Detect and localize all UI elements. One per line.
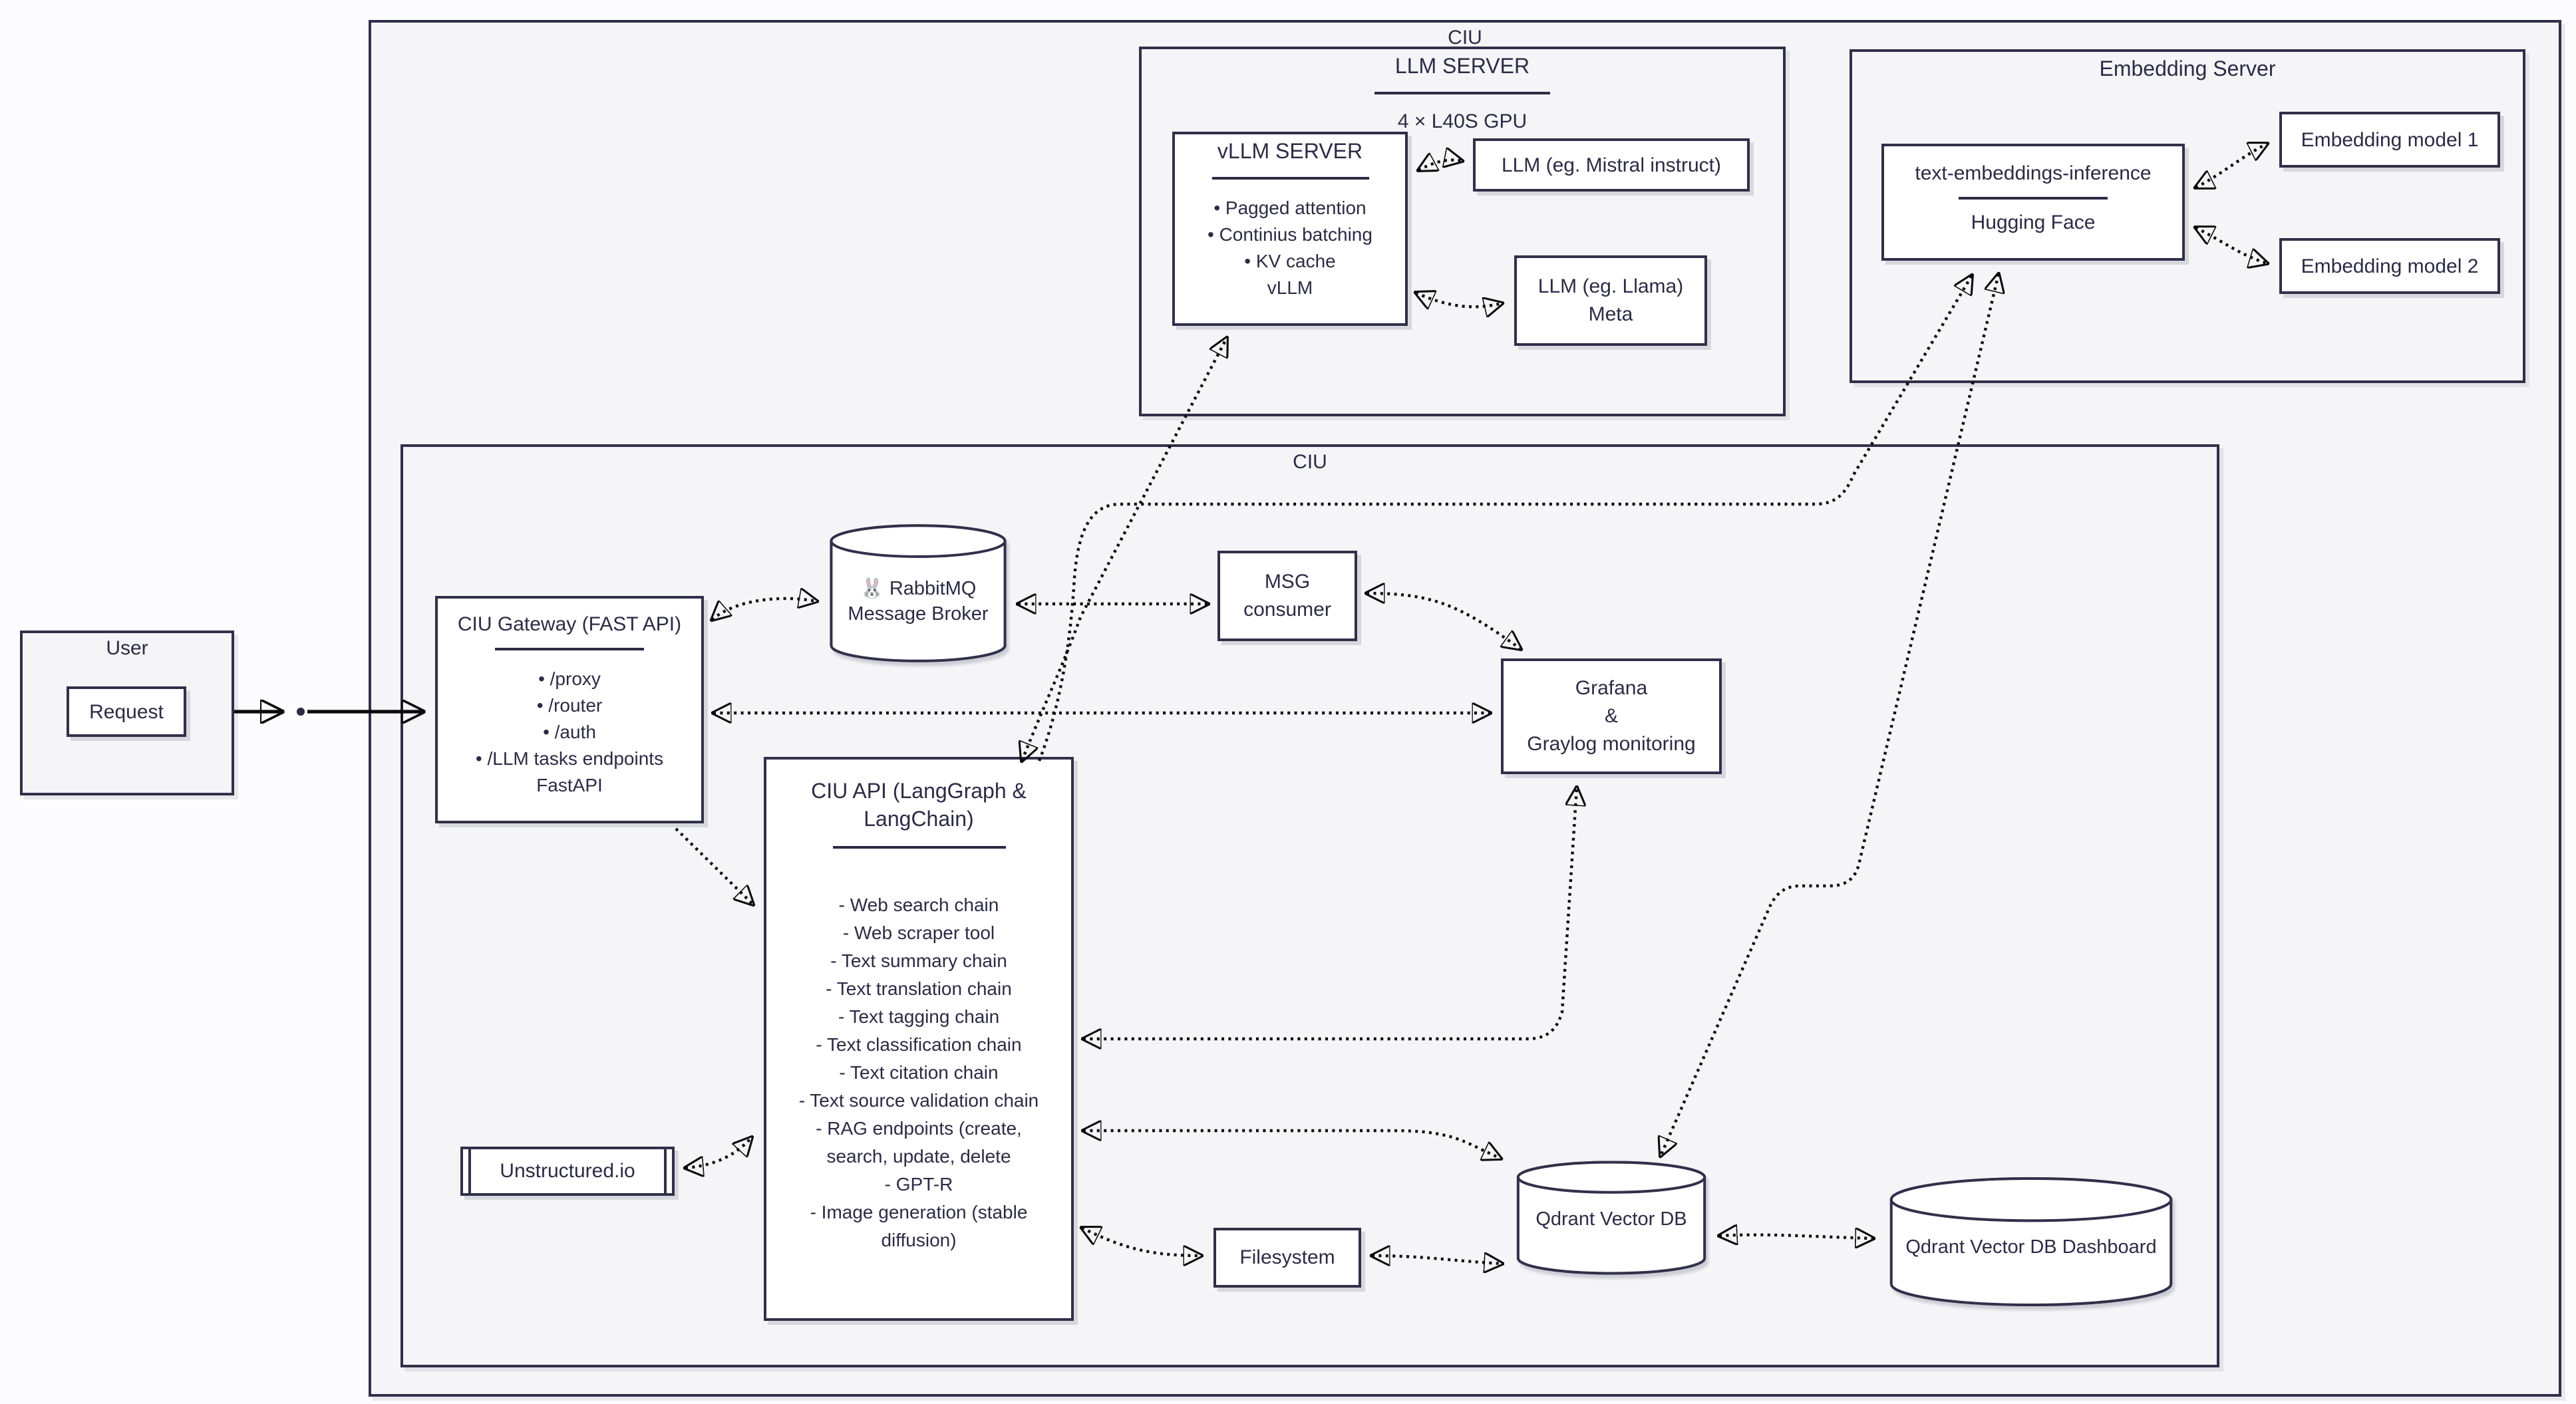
msg-consumer-node: MSG consumer [1217, 551, 1357, 641]
filesystem-label: Filesystem [1239, 1246, 1335, 1269]
list-line: search, update, delete [826, 1145, 1011, 1167]
embedding-server-title: Embedding Server [2099, 59, 2276, 81]
llm-llama-label: LLM (eg. Llama) Meta [1517, 258, 1704, 343]
ciu-api-node: CIU API (LangGraph & LangChain) - Web se… [764, 757, 1074, 1321]
user-group: User [20, 631, 234, 795]
list-line: • /proxy [538, 668, 601, 689]
embedding-model-1-label: Embedding model 1 [2301, 128, 2479, 151]
list-line: & [1604, 705, 1618, 728]
llm-llama-node: LLM (eg. Llama) Meta [1514, 255, 1707, 346]
vllm-server-node: vLLM SERVER • Pagged attention • Continiu… [1172, 132, 1408, 326]
qdrant-dashboard-label: Qdrant Vector DB Dashboard [1905, 1237, 2157, 1258]
list-line: - Text citation chain [839, 1061, 999, 1083]
embedding-model-2-label: Embedding model 2 [2301, 255, 2479, 277]
list-line: - Image generation (stable [810, 1201, 1028, 1222]
rabbitmq-subtitle: Message Broker [848, 604, 989, 625]
list-line: • Pagged attention [1213, 197, 1367, 218]
embedding-model-2-node: Embedding model 2 [2279, 238, 2500, 294]
list-line: - RAG endpoints (create, [816, 1117, 1022, 1139]
list-line: - GPT-R [884, 1173, 953, 1194]
user-label: User [106, 637, 148, 660]
cylinder-shape [828, 523, 1009, 664]
list-line: • KV cache [1244, 250, 1336, 271]
llm-mistral-label: LLM (eg. Mistral instruct) [1501, 154, 1722, 176]
rabbitmq-node: 🐰 RabbitMQ Message Broker [828, 523, 1009, 664]
request-label: Request [89, 700, 164, 723]
qdrant-db-node: Qdrant Vector DB [1514, 1160, 1708, 1276]
llm-mistral-node: LLM (eg. Mistral instruct) [1473, 138, 1750, 192]
request-node: Request [67, 686, 186, 737]
msg-consumer-label: MSG consumer [1220, 553, 1355, 638]
llm-server-title-rule [1374, 92, 1550, 94]
rabbitmq-name: RabbitMQ [889, 579, 977, 600]
cylinder-shape [1885, 1176, 2177, 1308]
tei-title-rule [1959, 197, 2108, 200]
list-line: - Web search chain [838, 894, 999, 915]
filesystem-node: Filesystem [1213, 1228, 1361, 1288]
vllm-feature-list: • Pagged attention • Continius batching • … [1175, 194, 1405, 301]
ciu-gateway-node: CIU Gateway (FAST API) • /proxy • /router… [435, 596, 704, 823]
list-line: LLM (eg. Llama) [1537, 275, 1684, 298]
list-line: - Text classification chain [816, 1034, 1022, 1055]
list-line: FastAPI [536, 774, 603, 795]
list-line: MSG [1264, 571, 1311, 593]
ciu-api-title-rule [832, 846, 1005, 849]
vllm-title: vLLM SERVER [1217, 141, 1363, 164]
grafana-graylog-label: Grafana & Graylog monitoring [1504, 661, 1719, 772]
grafana-graylog-node: Grafana & Graylog monitoring [1501, 658, 1722, 774]
tei-title: text-embeddings-inference [1915, 162, 2152, 185]
tei-subtitle: Hugging Face [1971, 211, 2096, 234]
tei-node: text-embeddings-inference Hugging Face [1881, 144, 2185, 261]
list-line: • /router [536, 694, 603, 716]
ciu-gateway-title: CIU Gateway (FAST API) [457, 613, 682, 636]
list-line: Grafana [1575, 677, 1648, 700]
qdrant-dashboard-node: Qdrant Vector DB Dashboard [1885, 1176, 2177, 1308]
list-line: - Text translation chain [826, 978, 1012, 999]
ciu-gateway-title-rule [495, 648, 644, 650]
list-line: Meta [1588, 303, 1633, 326]
list-line: vLLM [1267, 277, 1313, 298]
list-line: consumer [1243, 599, 1331, 621]
list-line: - Text summary chain [830, 950, 1007, 971]
outer-ciu-label: CIU [1448, 27, 1482, 49]
llm-server-title: LLM SERVER [1394, 56, 1530, 78]
list-line: • Continius batching [1208, 223, 1372, 245]
list-line: - Text source validation chain [798, 1089, 1039, 1111]
ciu-api-chain-list: - Web search chain - Web scraper tool - Te… [766, 891, 1071, 1254]
cylinder-shape [1514, 1160, 1708, 1276]
unstructured-io-node: Unstructured.io [460, 1147, 675, 1196]
vllm-title-rule [1211, 177, 1368, 180]
list-line: • /auth [543, 721, 596, 742]
embedding-model-1-node: Embedding model 1 [2279, 112, 2500, 168]
unstructured-io-label: Unstructured.io [500, 1160, 635, 1183]
list-line: diffusion) [881, 1229, 957, 1250]
ciu-gateway-endpoint-list: • /proxy • /router • /auth • /LLM tasks end… [438, 665, 701, 798]
inner-ciu-label: CIU [1293, 451, 1327, 474]
list-line: Graylog monitoring [1527, 733, 1696, 756]
list-line: - Web scraper tool [842, 922, 995, 943]
qdrant-db-label: Qdrant Vector DB [1535, 1209, 1687, 1230]
list-line: • /LLM tasks endpoints [475, 748, 664, 769]
wire-user-gateway-dot [297, 708, 305, 716]
llm-server-gpu-label: 4 × L40S GPU [1397, 110, 1528, 133]
list-line: - Text tagging chain [838, 1006, 1000, 1027]
rabbit-icon: 🐰 [860, 579, 884, 600]
ciu-api-title: CIU API (LangGraph & LangChain) [811, 781, 1027, 831]
